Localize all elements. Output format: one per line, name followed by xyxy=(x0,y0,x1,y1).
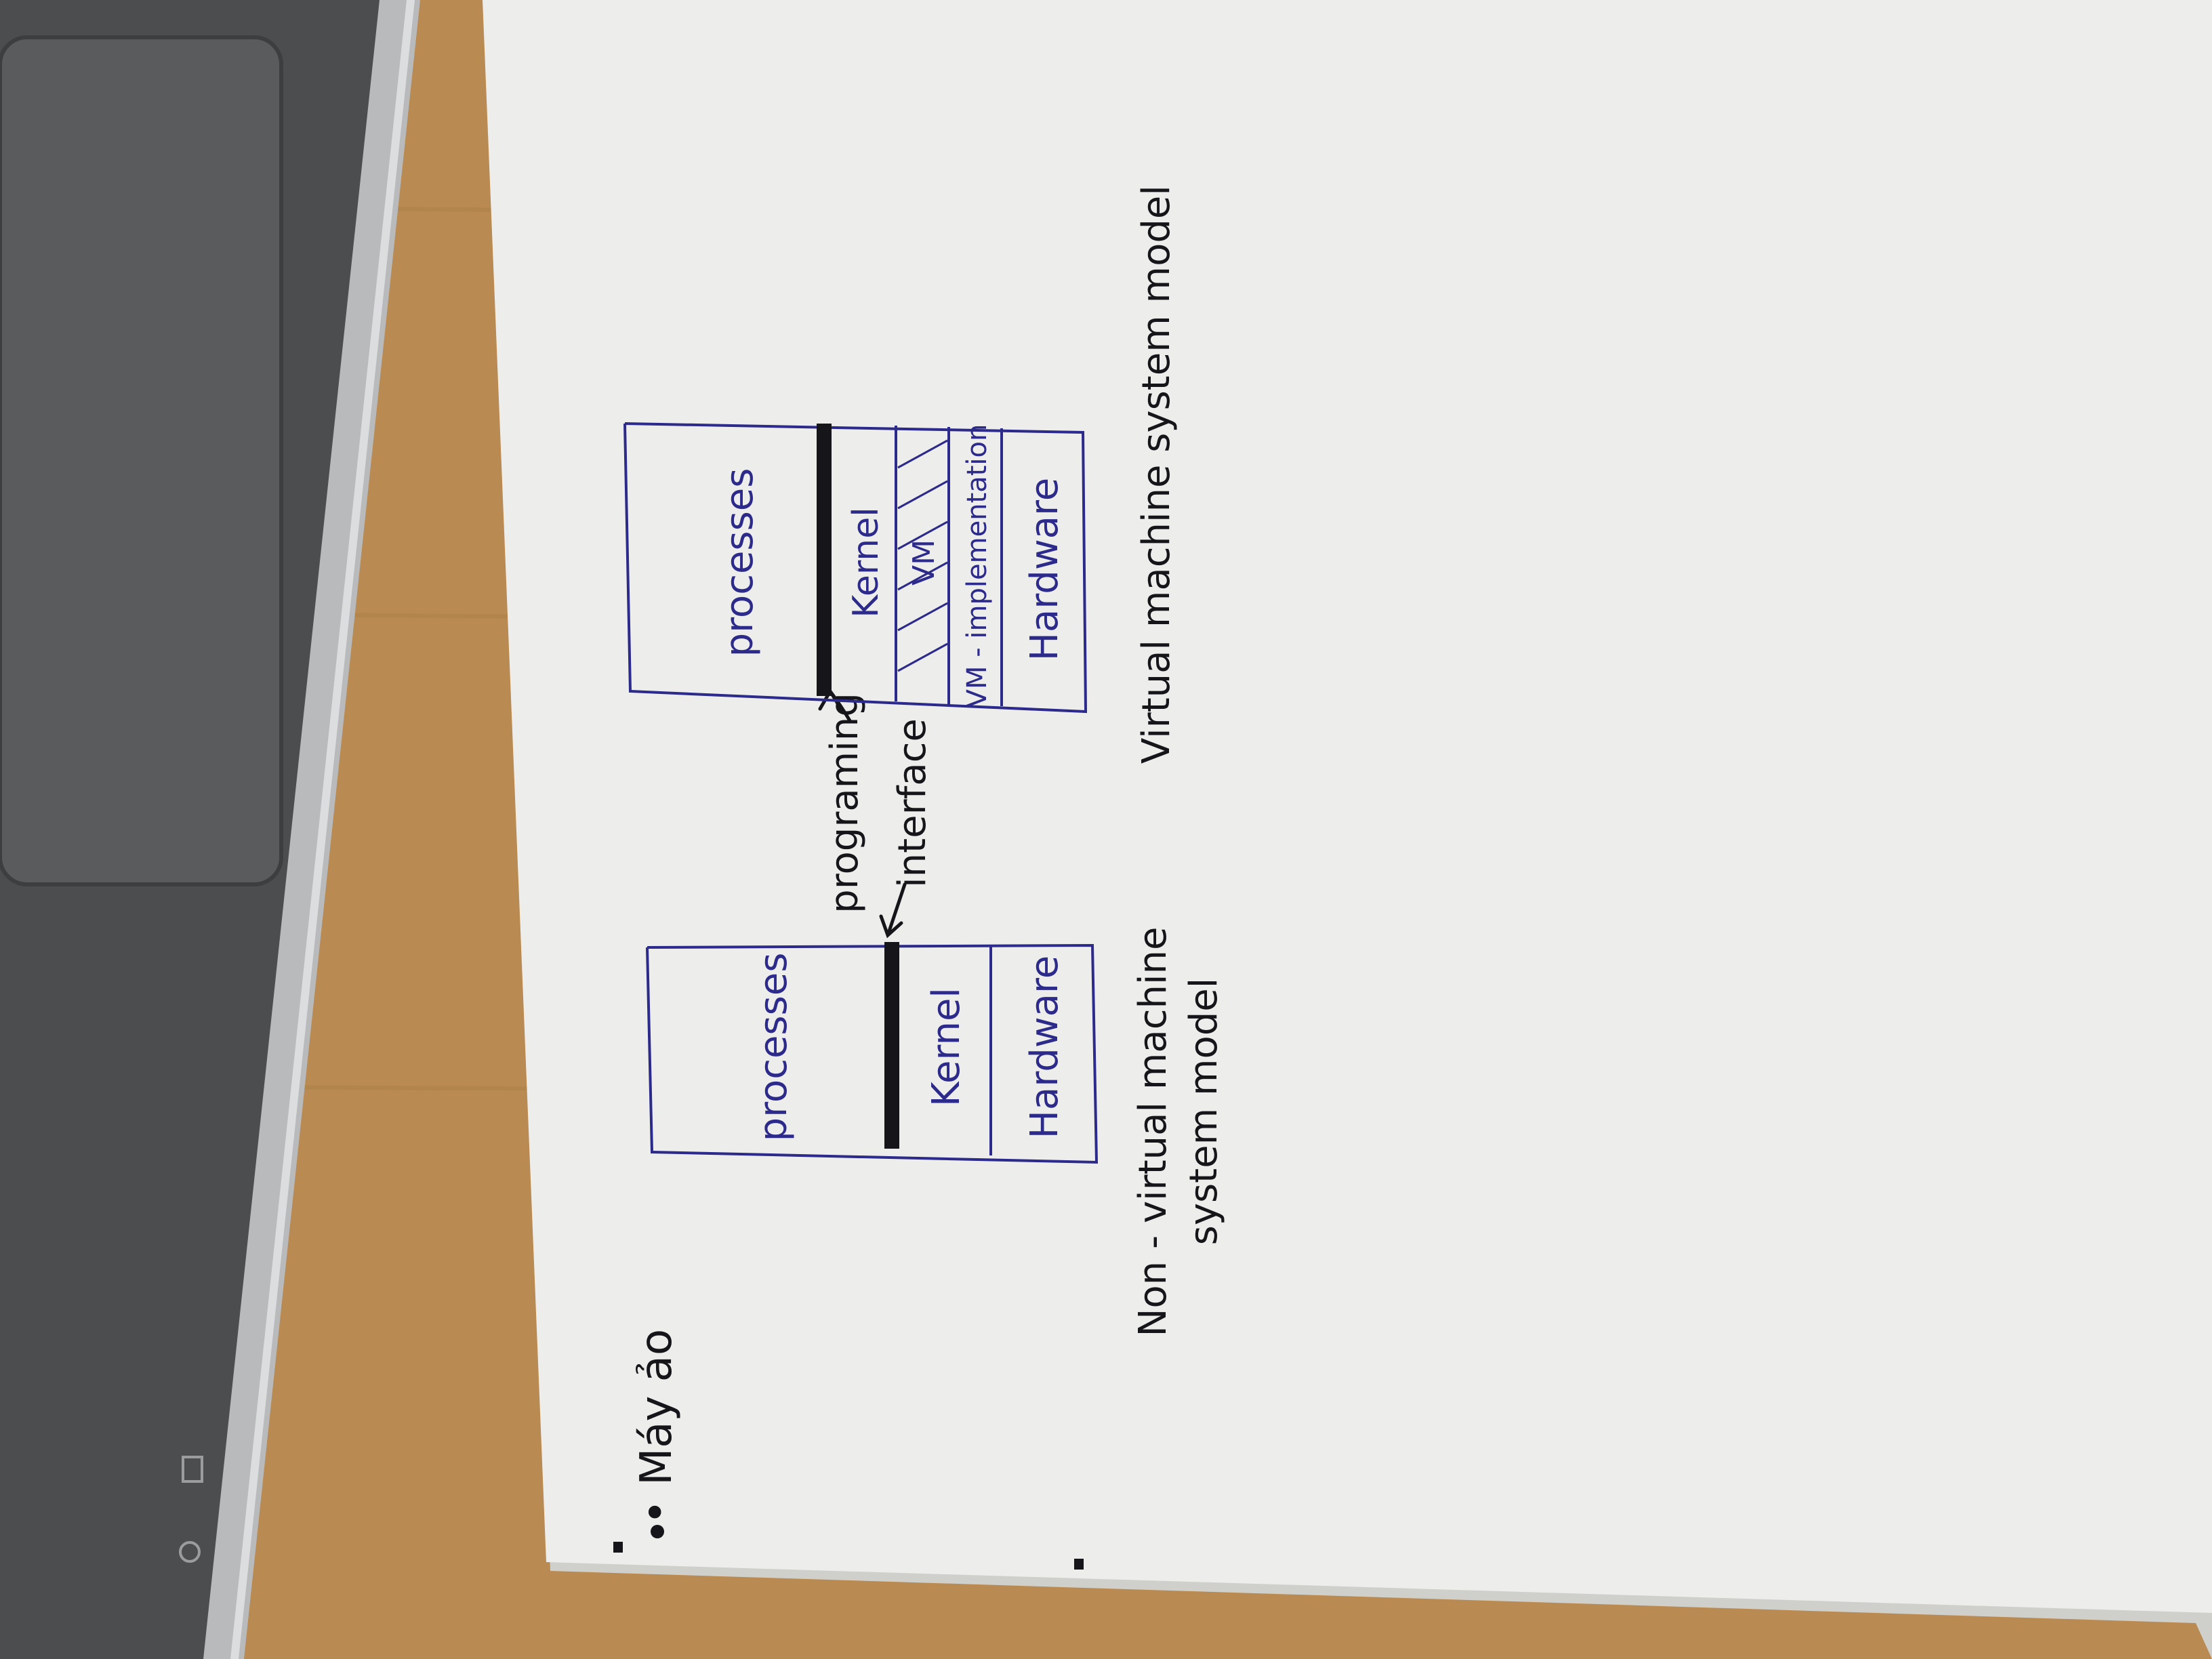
laptop-power-icon xyxy=(179,1541,201,1563)
laptop-port-icon xyxy=(182,1456,203,1483)
laptop-touchpad xyxy=(0,35,283,886)
left-box-outline xyxy=(646,943,1099,1164)
pointer-label-line1: programing xyxy=(823,693,867,914)
heading-text: • Máy ảo xyxy=(632,1329,682,1525)
left-caption-line1: Non - virtual machine xyxy=(1131,927,1175,1337)
left-processes-label: processes xyxy=(752,953,796,1142)
interface-pointer: programing interface xyxy=(818,688,935,939)
right-hardware-label: Hardware xyxy=(1023,478,1067,661)
right-vm-label: VM xyxy=(907,539,941,586)
left-diagram: processes Kernel Hardware Non - virtual … xyxy=(646,927,1226,1337)
laptop-edge-highlight xyxy=(230,0,415,1659)
right-processes-label: processes xyxy=(718,468,762,657)
right-vm-impl-label: VM - implementation xyxy=(962,424,993,708)
vm-hatching xyxy=(897,439,948,672)
right-diagram: processes Kernel VM VM - implementation … xyxy=(623,185,1179,764)
heading-bullet xyxy=(651,1525,664,1538)
left-kernel-label: Kernel xyxy=(924,987,968,1107)
paper-mark-1 xyxy=(613,1542,623,1553)
pointer-label-line2: interface xyxy=(890,718,935,888)
left-caption-line2: system model xyxy=(1182,978,1226,1246)
right-kernel-label: Kernel xyxy=(846,507,886,617)
left-hardware-label: Hardware xyxy=(1023,956,1067,1139)
left-api-bar xyxy=(884,942,899,1149)
paper-mark-2 xyxy=(1074,1559,1084,1570)
arrow-to-left-api xyxy=(879,882,907,939)
right-box-outline xyxy=(623,422,1088,714)
right-caption: Virtual machine system model xyxy=(1134,185,1179,764)
right-api-bar xyxy=(817,424,832,696)
paper-sheet xyxy=(483,0,2212,1613)
